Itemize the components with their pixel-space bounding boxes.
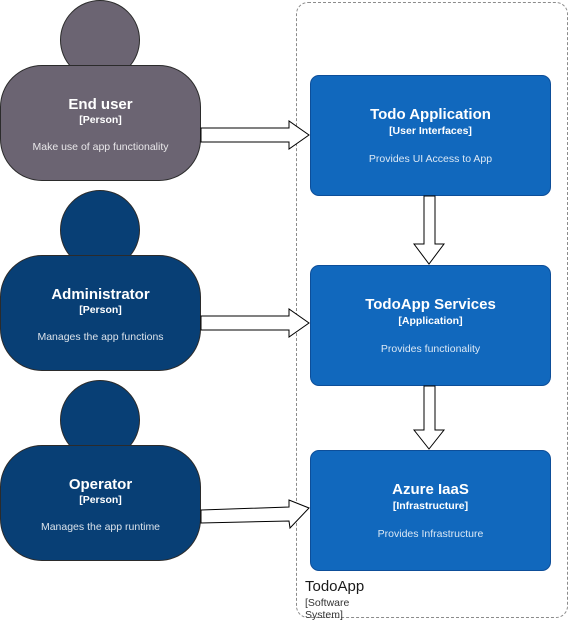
todo-application-desc: Provides UI Access to App [368,153,493,165]
todo-application-name: Todo Application [370,106,491,123]
operator-kind: [Person] [79,494,122,506]
todo-application-container[interactable]: Todo Application [User Interfaces] Provi… [310,75,551,196]
operator-person[interactable]: Operator [Person] Manages the app runtim… [0,445,201,561]
todoapp-services-kind: [Application] [398,315,463,327]
arrow-enduser-to-todo-application [200,120,310,150]
end-user-person[interactable]: End user [Person] Make use of app functi… [0,65,201,181]
azure-iaas-name: Azure IaaS [392,481,469,498]
azure-iaas-container[interactable]: Azure IaaS [Infrastructure] Provides Inf… [310,450,551,571]
todoapp-services-name: TodoApp Services [365,296,496,313]
arrow-administrator-to-todoapp-services [200,308,310,338]
software-system-kind: [Software System] [305,597,350,621]
administrator-name: Administrator [51,286,150,303]
software-system-name: TodoApp [305,578,365,595]
administrator-kind: [Person] [79,304,122,316]
todoapp-services-container[interactable]: TodoApp Services [Application] Provides … [310,265,551,386]
administrator-desc: Manages the app functions [37,331,164,343]
operator-desc: Manages the app runtime [40,521,161,533]
administrator-person[interactable]: Administrator [Person] Manages the app f… [0,255,201,371]
software-system-label: TodoApp [Software System] [305,578,364,621]
azure-iaas-desc: Provides Infrastructure [377,528,484,540]
azure-iaas-kind: [Infrastructure] [392,500,469,512]
end-user-kind: [Person] [79,114,122,126]
end-user-name: End user [68,96,133,113]
todoapp-services-desc: Provides functionality [380,343,481,355]
arrow-operator-to-azure-iaas [200,499,310,530]
todo-application-kind: [User Interfaces] [389,125,472,137]
operator-name: Operator [68,476,133,493]
end-user-desc: Make use of app functionality [32,141,169,153]
